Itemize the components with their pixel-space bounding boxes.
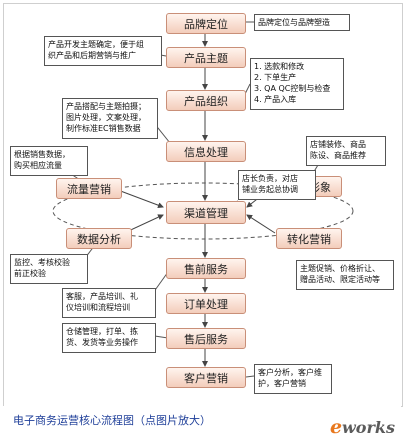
- logo-e: e: [329, 416, 343, 438]
- note-conversion-line-1: 主题促销、价格折让、: [300, 264, 380, 273]
- caption-bar: 电子商务运营核心流程图（点图片放大） eworks: [3, 406, 401, 440]
- note-aftersale: 仓储管理，打单、拣 货、发货等业务操作: [62, 323, 156, 353]
- note-theme: 产品开发主题确定，便于组 织产品和后期营销与推广: [44, 36, 162, 66]
- note-presale: 客服，产品培训、礼 仪培训和流程培训: [62, 288, 156, 318]
- note-presale-line-2: 仪培训和流程培训: [66, 303, 130, 312]
- node-traffic-marketing: 流量营销: [56, 178, 122, 199]
- logo-works: works: [342, 418, 395, 437]
- note-organization-line-1: 1. 选款和修改: [254, 62, 305, 71]
- step-channel-management: 渠道管理: [166, 201, 246, 224]
- note-brand-line-1: 品牌定位与品牌塑造: [258, 18, 330, 27]
- note-organization: 1. 选款和修改 2. 下单生产 3. QA QC控制与检查 4. 产品入库: [250, 58, 344, 110]
- note-theme-line-1: 产品开发主题确定，便于组: [48, 40, 144, 49]
- note-aftersale-line-2: 货、发货等业务操作: [66, 338, 138, 347]
- step-order-processing: 订单处理: [166, 293, 246, 314]
- note-channel-line-1: 店长负责，对店: [242, 174, 298, 183]
- note-organization-line-2: 2. 下单生产: [254, 73, 297, 82]
- note-store: 店铺装修、商品 陈设、商品推荐: [306, 136, 386, 166]
- note-channel: 店长负责，对店 铺业务起总协调: [238, 170, 316, 200]
- step-product-organization: 产品组织: [166, 90, 246, 111]
- note-customer-line-1: 客户分析，客户维: [258, 368, 322, 377]
- note-conversion-line-2: 赠品活动、限定活动等: [300, 275, 380, 284]
- step-aftersale-service: 售后服务: [166, 328, 246, 349]
- note-information-line-3: 制作标准EC销售数据: [66, 124, 141, 133]
- note-information-line-2: 图片处理，文案处理，: [66, 113, 146, 122]
- note-channel-line-2: 铺业务起总协调: [242, 185, 298, 194]
- note-data-line-1: 监控、考核校验: [14, 258, 70, 267]
- note-organization-line-3: 3. QA QC控制与检查: [254, 84, 331, 93]
- note-data-line-2: 前正校验: [14, 269, 46, 278]
- note-traffic: 根据销售数据， 购买相应流量: [10, 146, 88, 176]
- note-traffic-line-2: 购买相应流量: [14, 161, 62, 170]
- note-data: 监控、考核校验 前正校验: [10, 254, 88, 284]
- caption-link[interactable]: 电子商务运营核心流程图（点图片放大）: [13, 414, 211, 427]
- note-customer: 客户分析，客户维 护，客户营销: [254, 364, 332, 394]
- note-brand: 品牌定位与品牌塑造: [254, 14, 350, 31]
- note-theme-line-2: 织产品和后期营销与推广: [48, 51, 136, 60]
- step-customer-marketing: 客户营销: [166, 367, 246, 388]
- arrow-conversion-channel: [246, 214, 276, 234]
- note-store-line-2: 陈设、商品推荐: [310, 151, 366, 160]
- note-information: 产品搭配与主题拍摄； 图片处理，文案处理， 制作标准EC销售数据: [62, 98, 158, 139]
- step-information-processing: 信息处理: [166, 141, 246, 162]
- note-information-line-1: 产品搭配与主题拍摄；: [66, 102, 146, 111]
- step-brand-positioning: 品牌定位: [166, 13, 246, 34]
- note-conversion: 主题促销、价格折让、 赠品活动、限定活动等: [296, 260, 394, 290]
- note-traffic-line-1: 根据销售数据，: [14, 150, 70, 159]
- note-presale-line-1: 客服，产品培训、礼: [66, 292, 138, 301]
- pointer-customer: [245, 375, 255, 378]
- node-data-analysis: 数据分析: [66, 228, 132, 249]
- step-presale-service: 售前服务: [166, 258, 246, 279]
- node-conversion-marketing: 转化营销: [276, 228, 342, 249]
- step-product-theme: 产品主题: [166, 47, 246, 68]
- note-aftersale-line-1: 仓储管理，打单、拣: [66, 327, 138, 336]
- note-customer-line-2: 护，客户营销: [258, 379, 306, 388]
- note-organization-line-4: 4. 产品入库: [254, 95, 297, 104]
- note-store-line-1: 店铺装修、商品: [310, 140, 366, 149]
- marketing-loop: [52, 182, 354, 240]
- eworks-logo: eworks: [330, 416, 395, 438]
